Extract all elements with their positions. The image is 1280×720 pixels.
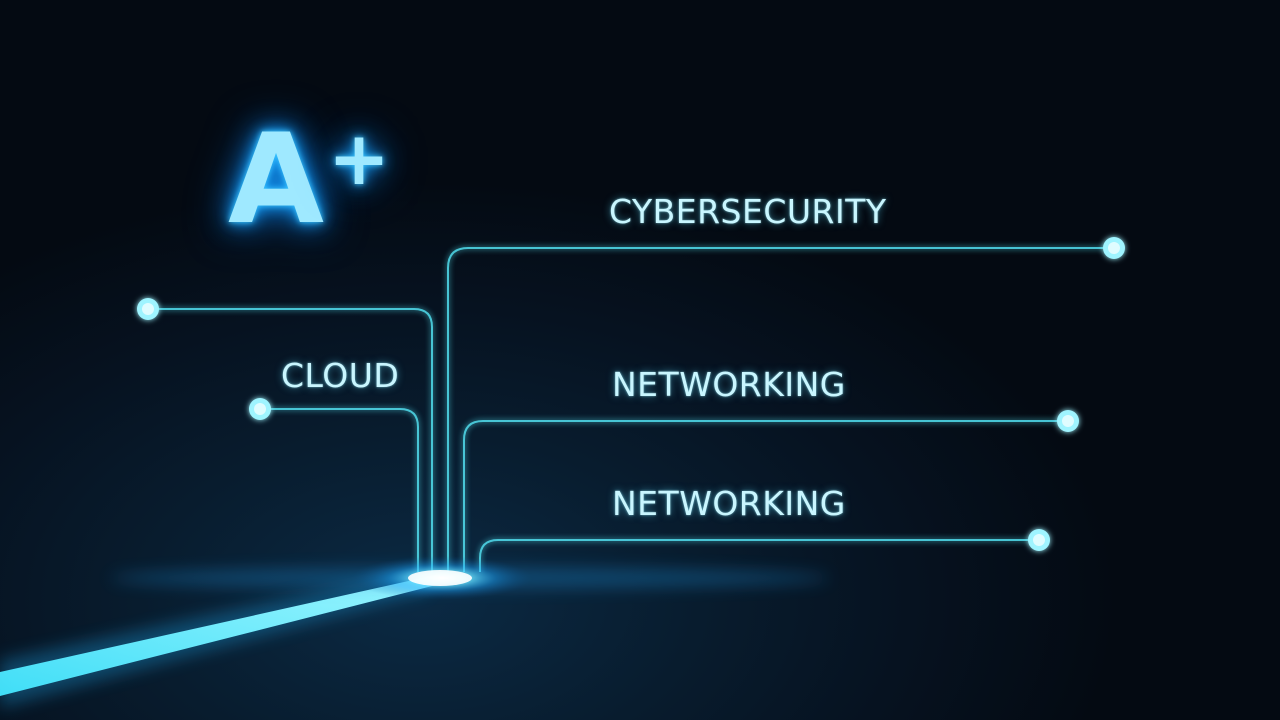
label-cloud: CLOUD (281, 356, 400, 395)
logo-letter: A (228, 108, 326, 252)
line-cloud (260, 408, 419, 572)
line-networking-1 (463, 420, 1068, 572)
logo-plus: + (327, 116, 392, 202)
line-cybersecurity (447, 247, 1114, 572)
label-cybersecurity: CYBERSECURITY (609, 192, 887, 231)
line-left-top (148, 308, 433, 572)
label-networking-2: NETWORKING (612, 484, 846, 523)
a-plus-logo: A+ (228, 118, 392, 242)
light-beam (0, 574, 440, 696)
line-networking-2 (479, 539, 1039, 572)
label-networking-1: NETWORKING (612, 365, 846, 404)
